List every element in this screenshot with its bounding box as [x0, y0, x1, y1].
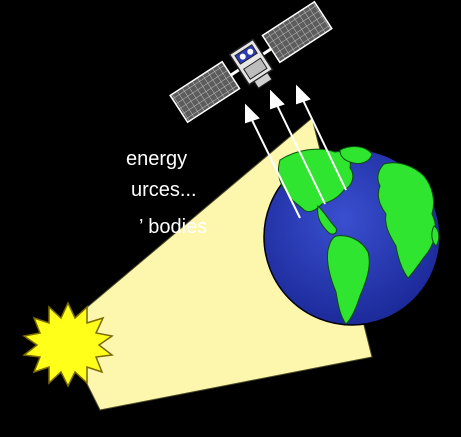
- reflection-arrows: [245, 84, 347, 219]
- sun-icon: [22, 301, 114, 388]
- satellite-icon: [169, 0, 333, 124]
- caption-line-1: energy: [126, 148, 188, 170]
- earth-globe-icon: [263, 146, 441, 326]
- caption-line-2: urces...: [131, 179, 197, 201]
- caption-line-3: ’ bodies: [139, 216, 208, 238]
